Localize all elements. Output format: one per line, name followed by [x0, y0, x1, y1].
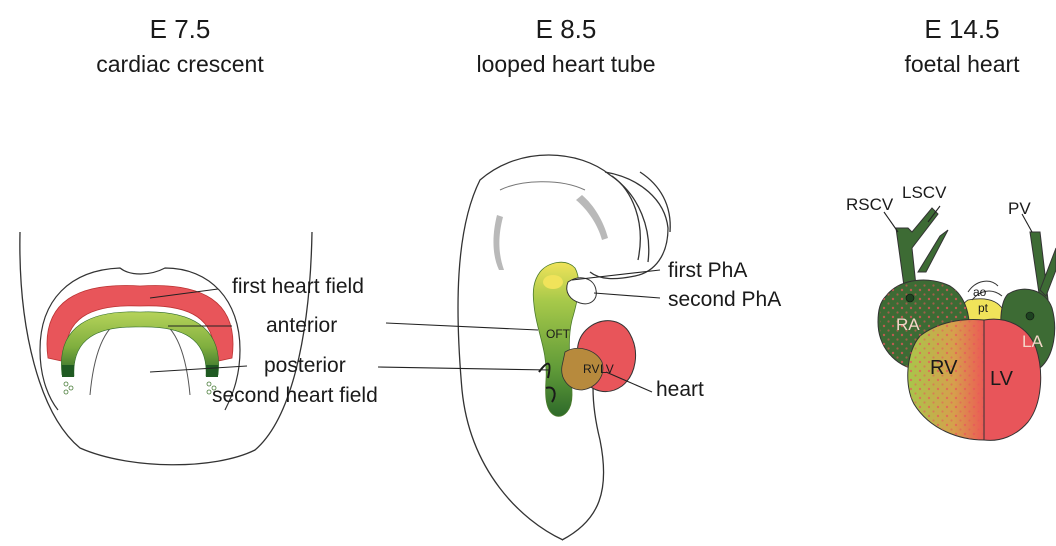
posterior-shf-right — [206, 365, 218, 377]
label-oft: OFT — [546, 327, 571, 341]
label-la: LA — [1022, 332, 1043, 351]
e75-cardiac-crescent — [47, 285, 233, 394]
label-ra: RA — [896, 315, 920, 334]
e145-heart — [878, 280, 1055, 440]
label-e145-rv: RV — [930, 357, 958, 379]
label-e145-lv: LV — [990, 368, 1014, 390]
label-pv: PV — [1008, 199, 1031, 218]
label-first-pha: first PhA — [668, 259, 747, 282]
label-first-heart-field: first heart field — [232, 275, 364, 298]
posterior-shf-left — [62, 365, 74, 377]
label-heart: heart — [656, 378, 704, 401]
label-ao: ao — [973, 285, 987, 299]
label-e85-lv: LV — [600, 362, 614, 376]
label-rscv: RSCV — [846, 195, 894, 214]
e85-grey-marks — [493, 195, 608, 270]
label-second-heart-field: second heart field — [212, 384, 378, 407]
second-heart-field-region — [61, 312, 218, 376]
label-pt: pt — [978, 301, 989, 315]
label-lscv: LSCV — [902, 183, 947, 202]
label-e85-rv: RV — [583, 362, 599, 376]
label-second-pha: second PhA — [668, 288, 781, 311]
label-posterior: posterior — [264, 354, 346, 377]
label-anterior: anterior — [266, 314, 337, 337]
